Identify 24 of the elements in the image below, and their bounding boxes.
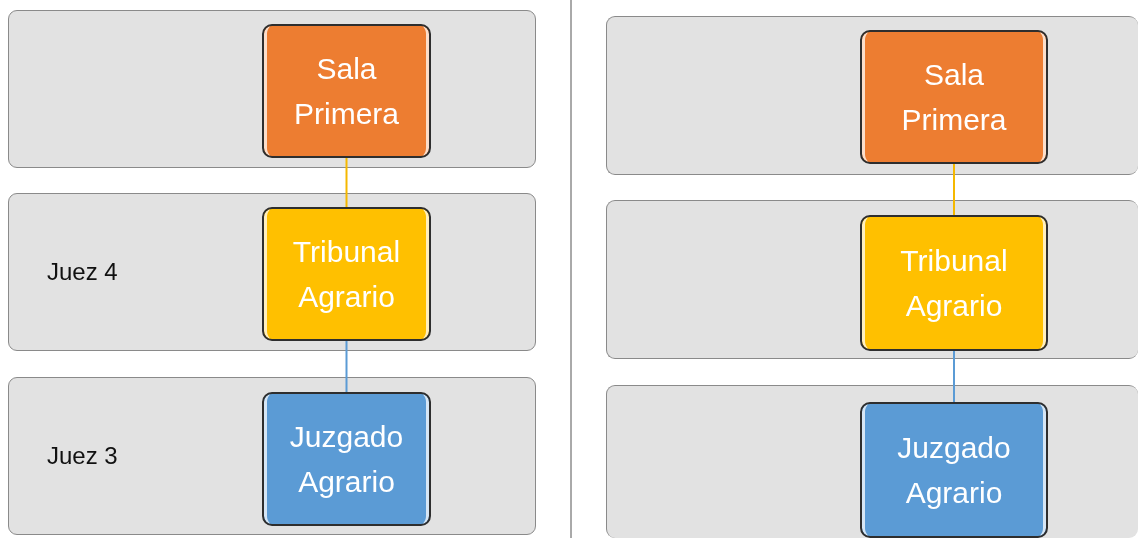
level-band xyxy=(8,10,536,168)
org-box xyxy=(860,30,1048,164)
level-band xyxy=(606,200,1138,359)
org-box xyxy=(860,215,1048,351)
org-box xyxy=(262,392,431,526)
box-label: Sala Primera xyxy=(293,51,400,132)
box-label: Sala Primera xyxy=(900,57,1008,138)
level-band xyxy=(606,16,1138,175)
level-band xyxy=(8,193,536,351)
org-box xyxy=(262,24,431,158)
box-label: Juzgado Agrario xyxy=(288,419,405,500)
org-box xyxy=(262,207,431,341)
connector-line xyxy=(953,163,955,216)
box-label: Tribunal Agrario xyxy=(291,234,402,315)
org-box xyxy=(860,402,1048,538)
level-label: Juez 3 xyxy=(47,442,118,470)
box-label: Tribunal Agrario xyxy=(899,243,1009,324)
box-label: Juzgado Agrario xyxy=(896,430,1012,511)
connector-line xyxy=(953,350,955,403)
connector-line xyxy=(345,340,348,393)
level-band xyxy=(8,377,536,535)
level-label: Juez 4 xyxy=(47,258,118,286)
level-band xyxy=(606,385,1138,538)
connector-line xyxy=(345,157,348,208)
